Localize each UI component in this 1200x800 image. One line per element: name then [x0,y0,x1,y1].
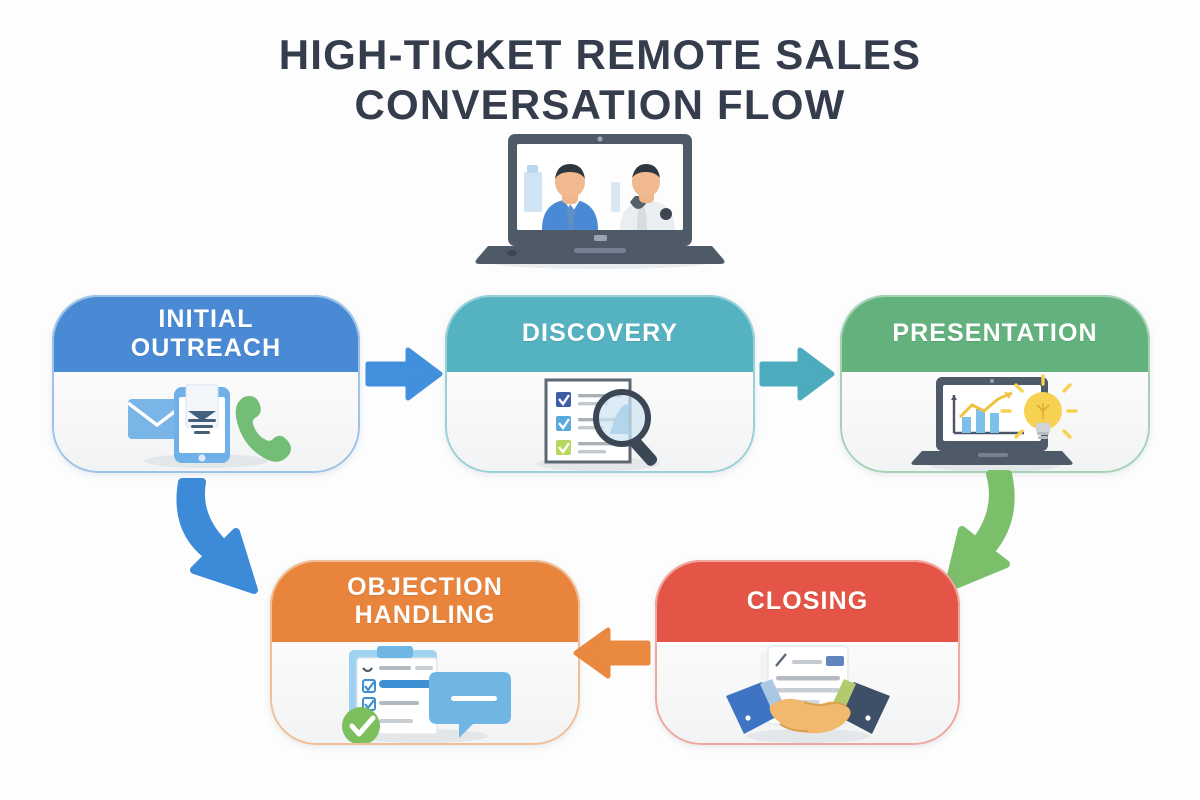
stage-card-header-presentation: PRESENTATION [840,295,1150,372]
arrow-objection-loop-to-outreach [168,478,280,598]
page-title-line-1: HIGH-TICKET REMOTE SALES [278,31,922,78]
stage-label-line-1: INITIAL [158,305,254,333]
checklist-magnifier-icon [510,374,690,472]
stage-card-body-discovery [445,372,755,473]
handshake-contract-icon [708,644,908,744]
stage-card-initial-outreach[interactable]: INITIAL OUTREACH [52,295,360,473]
stage-label-line-1: OBJECTION [347,572,503,601]
stage-card-discovery[interactable]: DISCOVERY [445,295,755,473]
stage-label-line-1: PRESENTATION [892,319,1098,348]
stage-card-presentation[interactable]: PRESENTATION [840,295,1150,473]
stage-label-line-2: OUTREACH [130,333,282,362]
stage-label-line-1: DISCOVERY [521,319,679,348]
email-mobile-phone-icon [106,375,306,471]
stage-card-header-objection-handling: OBJECTION HANDLING [270,560,580,642]
stage-card-header-closing: CLOSING [655,560,960,642]
stage-card-closing[interactable]: CLOSING [655,560,960,745]
arrow-discovery-to-presentation [759,344,836,404]
stage-card-body-initial-outreach [52,372,360,473]
arrow-outreach-to-discovery [365,344,444,404]
stage-card-header-discovery: DISCOVERY [445,295,755,372]
page-title: HIGH-TICKET REMOTE SALES CONVERSATION FL… [0,30,1200,129]
stage-card-header-initial-outreach: INITIAL OUTREACH [52,295,360,372]
laptop-chart-lightbulb-icon [900,373,1090,473]
stage-card-objection-handling[interactable]: OBJECTION HANDLING [270,560,580,745]
clipboard-chat-check-icon [325,644,525,745]
stage-label-line-2: HANDLING [354,601,496,629]
stage-card-body-presentation [840,372,1150,473]
laptop-video-call-icon [470,132,730,272]
stage-card-body-objection-handling [270,642,580,745]
page-title-line-2: CONVERSATION FLOW [354,80,846,128]
stage-label-line-1: CLOSING [746,586,869,615]
stage-card-body-closing [655,642,960,745]
arrow-closing-to-objection [570,625,651,681]
